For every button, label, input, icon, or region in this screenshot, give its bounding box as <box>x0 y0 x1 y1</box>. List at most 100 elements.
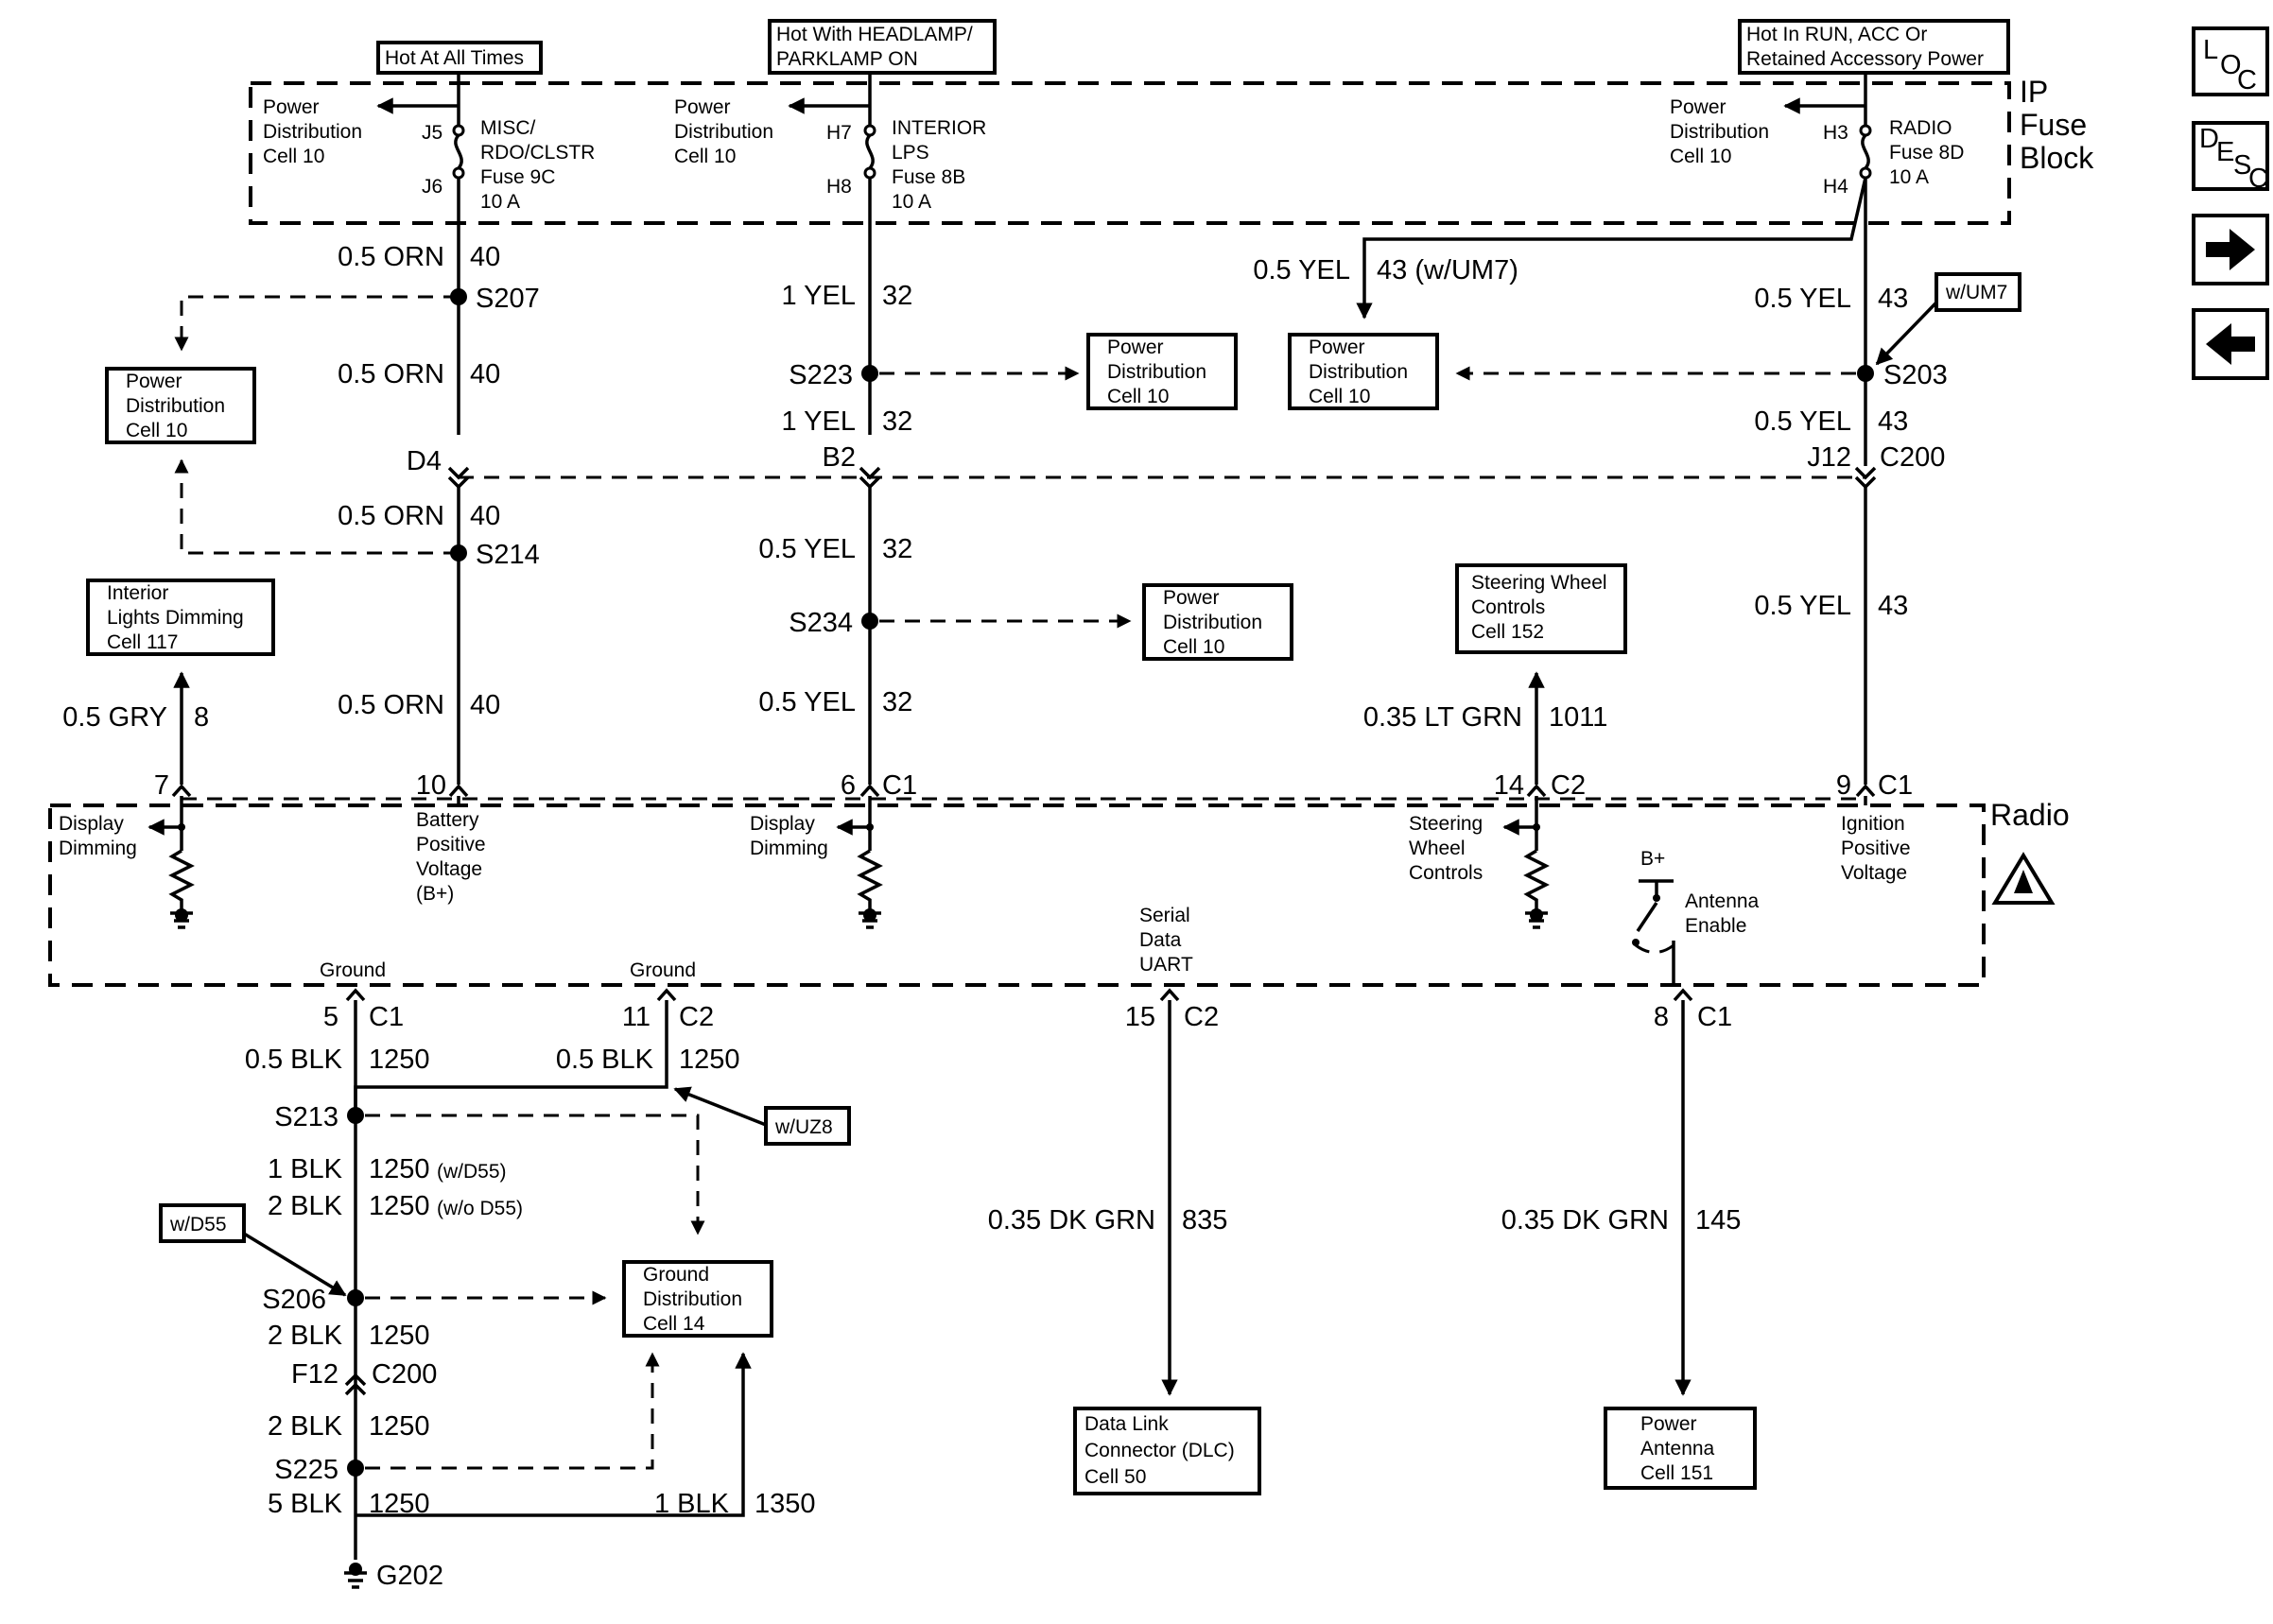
svg-text:Positive: Positive <box>416 834 486 855</box>
svg-text:Power: Power <box>1163 587 1220 609</box>
previous-page-button[interactable] <box>2192 308 2269 380</box>
svg-text:LPS: LPS <box>892 142 929 164</box>
svg-text:Steering Wheel: Steering Wheel <box>1471 572 1607 594</box>
svg-text:7: 7 <box>154 770 169 801</box>
svg-text:1250: 1250 <box>369 1191 430 1221</box>
svg-text:145: 145 <box>1695 1205 1741 1235</box>
next-page-button[interactable] <box>2192 214 2269 285</box>
svg-text:835: 835 <box>1182 1205 1227 1235</box>
description-button[interactable]: D E S C <box>2192 121 2269 194</box>
svg-text:Ignition: Ignition <box>1841 813 1905 835</box>
svg-text:0.35 DK GRN: 0.35 DK GRN <box>988 1205 1155 1235</box>
svg-text:S225: S225 <box>274 1455 338 1485</box>
svg-text:0.5 YEL: 0.5 YEL <box>1754 284 1851 314</box>
svg-text:40: 40 <box>470 501 500 531</box>
svg-text:5: 5 <box>323 1002 338 1032</box>
svg-text:0.5 ORN: 0.5 ORN <box>338 690 444 720</box>
svg-text:Distribution: Distribution <box>263 121 362 143</box>
svg-text:1250: 1250 <box>369 1411 430 1442</box>
svg-text:32: 32 <box>882 534 912 564</box>
svg-text:Power: Power <box>1640 1413 1697 1435</box>
svg-text:Battery: Battery <box>416 809 479 831</box>
svg-text:2 BLK: 2 BLK <box>268 1191 343 1221</box>
svg-text:C200: C200 <box>1880 442 1945 473</box>
svg-text:40: 40 <box>470 359 500 389</box>
svg-text:11: 11 <box>622 1002 651 1032</box>
svg-text:Data: Data <box>1139 929 1182 951</box>
svg-text:0.5 ORN: 0.5 ORN <box>338 501 444 531</box>
arrow-right-icon <box>2206 229 2255 270</box>
svg-text:Dimming: Dimming <box>59 838 137 859</box>
location-button[interactable]: L O C <box>2192 26 2269 96</box>
yel-circuit-32: 1 YEL 32 S223 1 YEL 32 B2 0.5 YEL 32 S23… <box>758 281 1132 801</box>
svg-text:J6: J6 <box>422 176 442 198</box>
svg-text:Fuse 9C: Fuse 9C <box>480 166 555 188</box>
svg-text:Distribution: Distribution <box>126 395 225 417</box>
svg-text:43: 43 <box>1878 591 1908 621</box>
svg-text:Display: Display <box>750 813 815 835</box>
svg-text:Lights Dimming: Lights Dimming <box>107 607 244 629</box>
svg-text:C2: C2 <box>1551 770 1586 801</box>
svg-text:(B+): (B+) <box>416 883 454 905</box>
svg-text:Positive: Positive <box>1841 838 1911 859</box>
radio-label: Radio <box>1990 798 2070 905</box>
svg-text:PARKLAMP ON: PARKLAMP ON <box>776 48 918 70</box>
svg-text:S214: S214 <box>476 540 540 570</box>
svg-text:1250: 1250 <box>369 1045 430 1075</box>
svg-text:Steering: Steering <box>1409 813 1483 835</box>
svg-text:Data Link: Data Link <box>1084 1413 1169 1435</box>
svg-text:0.5 BLK: 0.5 BLK <box>556 1045 654 1075</box>
svg-text:1 BLK: 1 BLK <box>654 1489 730 1519</box>
radio-ground-labels: Ground Ground <box>320 959 696 981</box>
svg-text:Controls: Controls <box>1409 862 1483 884</box>
svg-text:32: 32 <box>882 406 912 437</box>
svg-text:0.5 YEL: 0.5 YEL <box>758 687 856 717</box>
svg-text:Hot In RUN, ACC Or: Hot In RUN, ACC Or <box>1746 24 1927 45</box>
svg-text:Display: Display <box>59 813 124 835</box>
svg-text:Distribution: Distribution <box>1107 361 1206 383</box>
ground-distribution-cell14: Ground Distribution Cell 14 <box>622 1260 773 1338</box>
svg-text:0.5 GRY: 0.5 GRY <box>62 702 167 733</box>
svg-text:Cell 10: Cell 10 <box>1163 636 1224 658</box>
svg-text:40: 40 <box>470 690 500 720</box>
svg-text:32: 32 <box>882 687 912 717</box>
svg-text:Voltage: Voltage <box>1841 862 1907 884</box>
svg-text:10 A: 10 A <box>892 191 931 213</box>
svg-text:1 YEL: 1 YEL <box>782 281 856 311</box>
svg-text:E: E <box>2216 137 2234 167</box>
svg-text:43: 43 <box>1878 406 1908 437</box>
svg-text:0.35 LT GRN: 0.35 LT GRN <box>1363 702 1522 733</box>
svg-text:S203: S203 <box>1883 360 1948 390</box>
fuse-9c: Power Distribution Cell 10 J5 J6 MISC/ R… <box>263 73 595 435</box>
svg-text:Fuse 8B: Fuse 8B <box>892 166 965 188</box>
svg-text:Cell 50: Cell 50 <box>1084 1466 1146 1488</box>
svg-text:RDO/CLSTR: RDO/CLSTR <box>480 142 595 164</box>
svg-text:S234: S234 <box>789 608 853 638</box>
svg-text:Power: Power <box>126 371 182 392</box>
svg-text:C1: C1 <box>882 770 917 801</box>
svg-text:D4: D4 <box>407 446 442 476</box>
svg-text:Dimming: Dimming <box>750 838 828 859</box>
svg-text:Retained Accessory Power: Retained Accessory Power <box>1746 48 1984 70</box>
svg-text:0.5 BLK: 0.5 BLK <box>245 1045 343 1075</box>
power-distribution-cell10-s234: Power Distribution Cell 10 <box>1142 583 1293 661</box>
radio-display-dimming-left: Display Dimming <box>59 796 195 929</box>
svg-text:40: 40 <box>470 242 500 272</box>
svg-text:Power: Power <box>263 96 320 118</box>
svg-text:C1: C1 <box>369 1002 404 1032</box>
svg-text:Voltage: Voltage <box>416 858 482 880</box>
svg-text:8: 8 <box>194 702 209 733</box>
svg-text:C: C <box>2248 164 2268 194</box>
svg-text:S213: S213 <box>274 1102 338 1132</box>
svg-text:G202: G202 <box>376 1561 443 1591</box>
svg-text:S223: S223 <box>789 360 853 390</box>
svg-text:C1: C1 <box>1878 770 1913 801</box>
svg-text:0.5 ORN: 0.5 ORN <box>338 359 444 389</box>
svg-text:Cell 10: Cell 10 <box>1670 146 1731 167</box>
svg-text:1350: 1350 <box>755 1489 816 1519</box>
svg-text:D: D <box>2199 124 2219 154</box>
svg-text:H4: H4 <box>1823 176 1848 198</box>
radio-ignition-voltage: Ignition Positive Voltage <box>1841 796 1911 884</box>
svg-text:J5: J5 <box>422 122 442 144</box>
svg-text:Distribution: Distribution <box>674 121 773 143</box>
